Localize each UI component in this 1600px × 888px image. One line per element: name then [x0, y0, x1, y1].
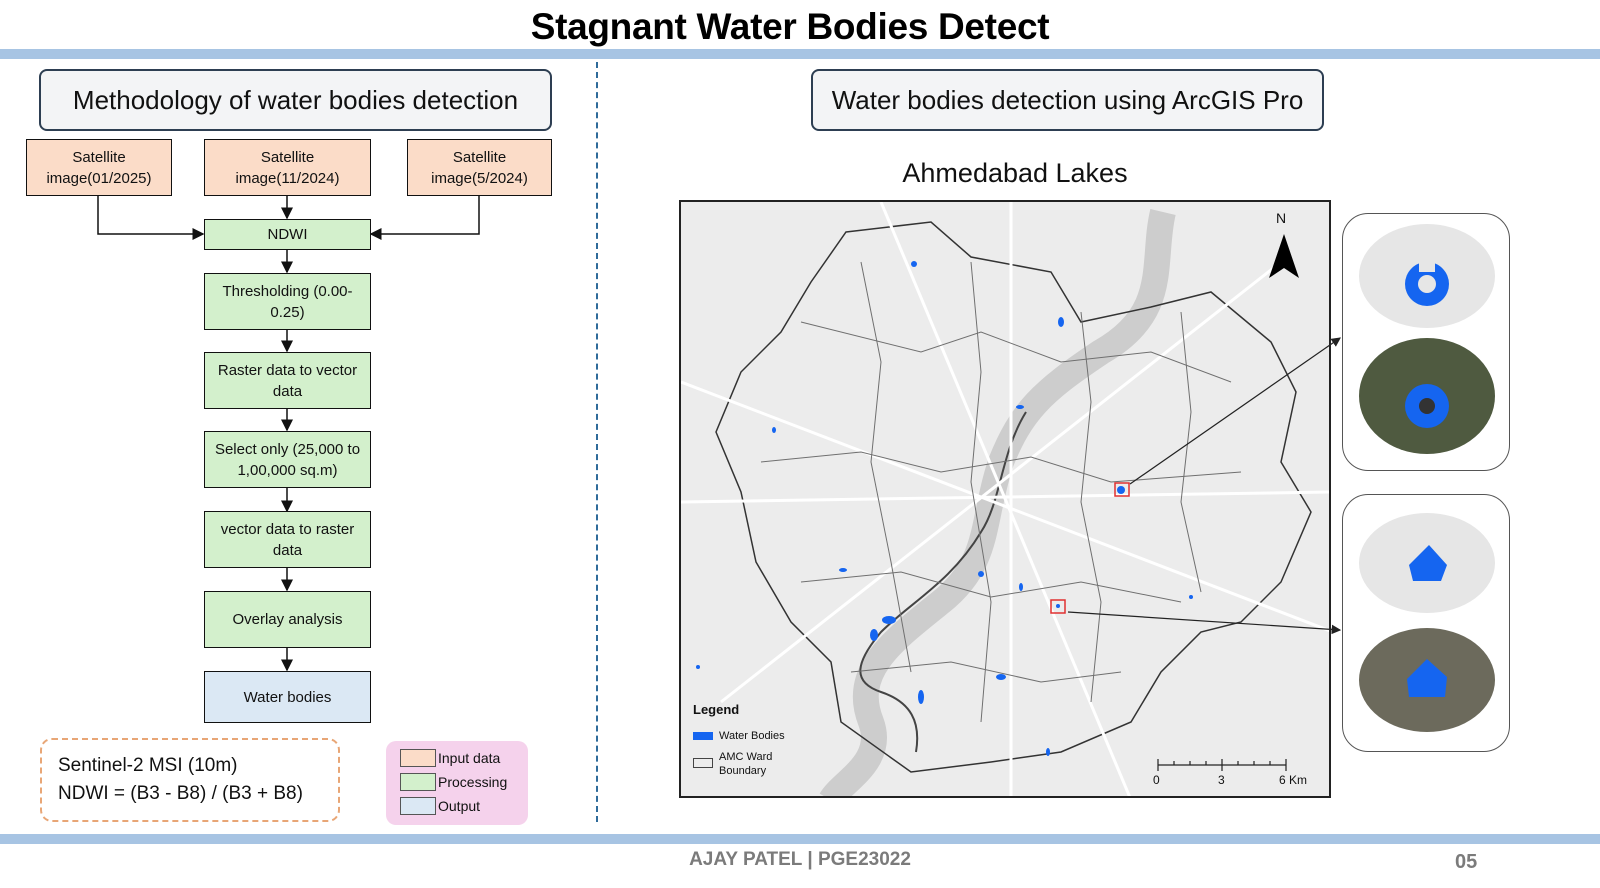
- step-raster-to-vector: Raster data to vector data: [204, 352, 371, 409]
- methodology-heading: Methodology of water bodies detection: [39, 69, 552, 131]
- input-box-3-label: Satellite image(5/2024): [431, 148, 528, 187]
- legend-water-bodies: Water Bodies: [719, 730, 785, 742]
- map-canvas: [681, 202, 1329, 796]
- legend-row-processing: Processing: [400, 770, 528, 794]
- step-ndwi: NDWI: [204, 219, 371, 250]
- legend-row-input: Input data: [400, 746, 528, 770]
- water-bodies-swatch: [693, 732, 713, 740]
- step-area-filter-label: Select only (25,000 to 1,00,000 sq.m): [214, 440, 361, 479]
- step-overlay-label: Overlay analysis: [232, 611, 343, 628]
- scale-label-0: 0: [1153, 773, 1160, 787]
- legend-label-input: Input data: [438, 750, 501, 766]
- input-box-2-label: Satellite image(11/2024): [235, 148, 340, 187]
- ndwi-formula-text: NDWI = (B3 - B8) / (B3 + B8): [58, 783, 303, 804]
- step-vector-to-raster-label: vector data to raster data: [220, 520, 355, 559]
- step-area-filter: Select only (25,000 to 1,00,000 sq.m): [204, 431, 371, 488]
- page-number: 05: [1455, 851, 1478, 873]
- inset-lake-1: [1342, 213, 1510, 471]
- slide-title: Stagnant Water Bodies Detect: [530, 6, 1050, 47]
- sentinel-info-box: Sentinel-2 MSI (10m) NDWI = (B3 - B8) / …: [40, 738, 340, 822]
- legend-label-processing: Processing: [438, 774, 508, 790]
- legend-row-output: Output: [400, 794, 528, 818]
- step-vector-to-raster: vector data to raster data: [204, 511, 371, 568]
- arcgis-heading: Water bodies detection using ArcGIS Pro: [811, 69, 1324, 131]
- methodology-heading-text: Methodology of water bodies detection: [72, 84, 519, 115]
- step-overlay: Overlay analysis: [204, 591, 371, 648]
- map-legend-title: Legend: [693, 702, 740, 717]
- scale-bar: [1157, 759, 1287, 771]
- legend-swatch-input: [400, 749, 436, 767]
- flowchart-connectors: [97, 196, 480, 672]
- column-divider: [596, 62, 598, 822]
- step-raster-to-vector-label: Raster data to vector data: [217, 361, 358, 400]
- input-box-2: Satellite image(11/2024): [204, 139, 371, 196]
- step-thresholding-label: Thresholding (0.00-0.25): [222, 282, 353, 321]
- output-box-label: Water bodies: [243, 688, 332, 706]
- legend-label-output: Output: [438, 798, 481, 814]
- input-box-3: Satellite image(5/2024): [407, 139, 552, 196]
- arcgis-heading-text: Water bodies detection using ArcGIS Pro: [831, 84, 1304, 115]
- north-label: N: [1276, 210, 1287, 226]
- ward-boundary-swatch: [693, 758, 713, 768]
- scale-label-3: 3: [1218, 773, 1225, 787]
- input-box-1-label: Satellite image(01/2025): [46, 148, 152, 187]
- inset-lake-2: [1342, 494, 1510, 752]
- input-box-1: Satellite image(01/2025): [26, 139, 172, 196]
- legend-swatch-output: [400, 797, 436, 815]
- scale-label-6: 6 Km: [1279, 773, 1308, 787]
- step-ndwi-label: NDWI: [267, 226, 308, 243]
- bottom-divider-bar: [0, 834, 1600, 844]
- output-box: Water bodies: [204, 671, 371, 723]
- legend-swatch-processing: [400, 773, 436, 791]
- legend-ward-boundary: AMC Ward Boundary: [719, 751, 773, 777]
- footer-author: AJAY PATEL | PGE23022: [689, 849, 911, 870]
- color-legend: Input data Processing Output: [386, 741, 528, 825]
- map-title: Ahmedabad Lakes: [902, 158, 1128, 188]
- step-thresholding: Thresholding (0.00-0.25): [204, 273, 371, 330]
- city-map: N Legend Water Bodies AMC Ward Boundary …: [679, 200, 1331, 798]
- inset-lake-2-images: [1359, 513, 1495, 732]
- top-divider-bar: [0, 49, 1600, 59]
- inset-lake-1-images: [1359, 224, 1495, 454]
- sentinel-sensor-text: Sentinel-2 MSI (10m): [58, 755, 238, 776]
